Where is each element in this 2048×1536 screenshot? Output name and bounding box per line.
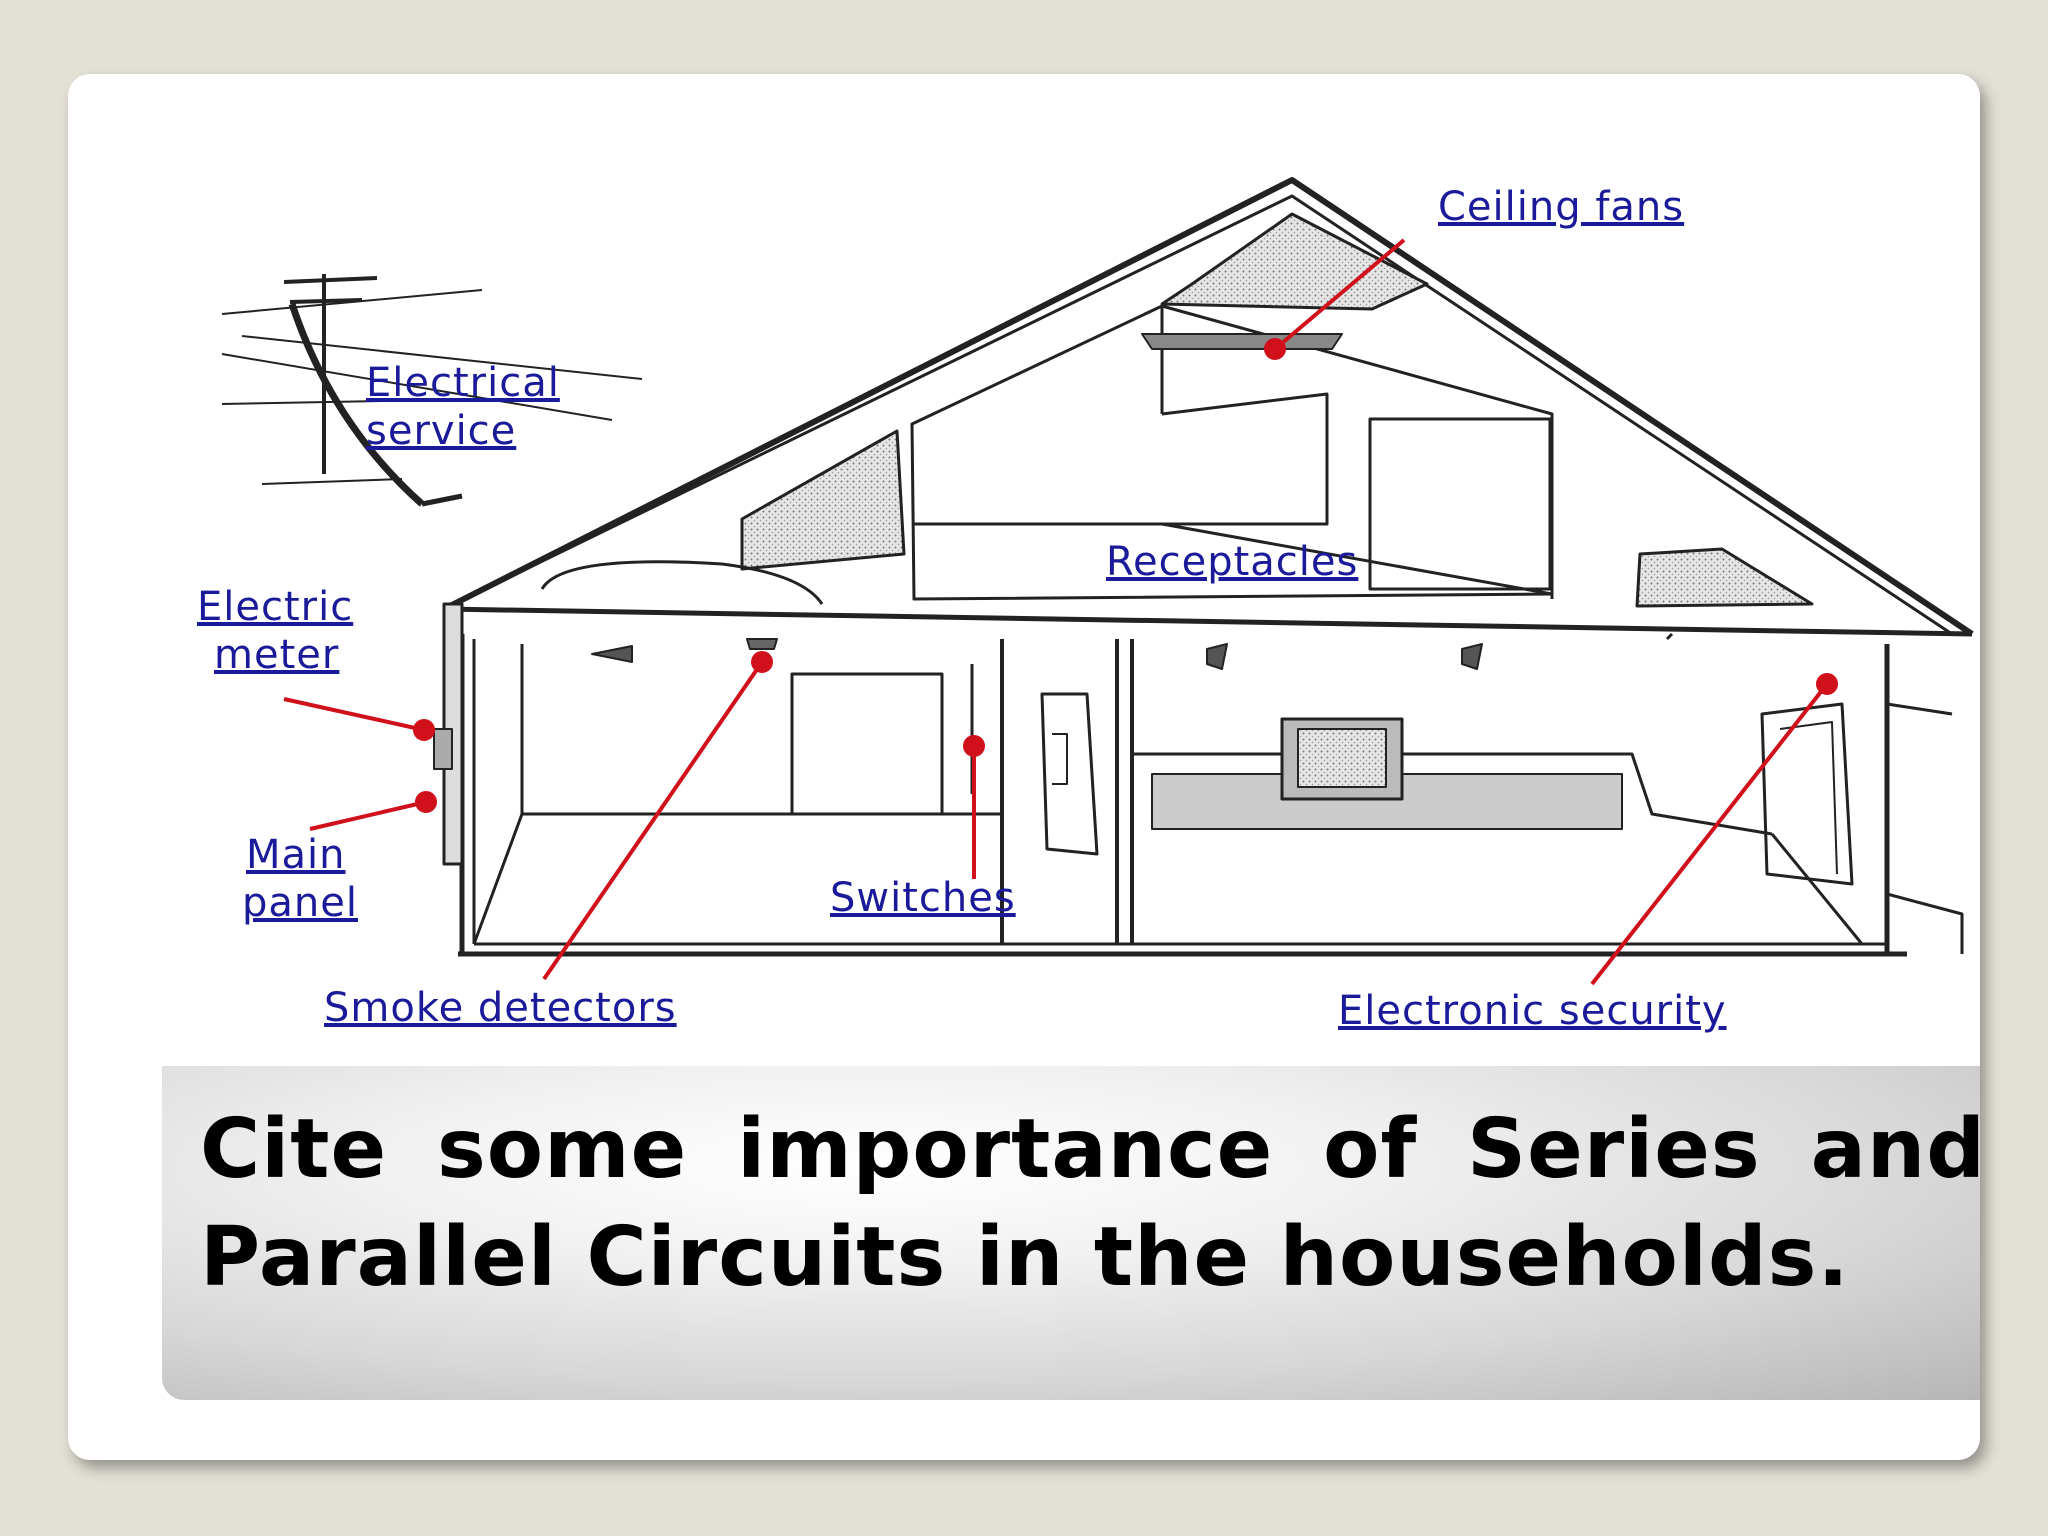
roof xyxy=(442,177,1974,637)
label-receptacles: Receptacles xyxy=(1106,539,1358,585)
label-electronic-security: Electronic security xyxy=(1338,988,1727,1034)
caption-band: Cite some importance of Series and Paral… xyxy=(162,1066,1980,1400)
label-electric-meter-line2: meter xyxy=(214,632,339,678)
utility-pole xyxy=(221,274,643,507)
pointer-electric-meter xyxy=(283,697,425,732)
pointer-lines xyxy=(283,238,1838,986)
label-main-panel-line2: panel xyxy=(242,880,358,926)
slide: Ceiling fans Electrical service Receptac… xyxy=(68,74,1980,1460)
pointer-main-panel xyxy=(309,800,427,831)
label-ceiling-fans: Ceiling fans xyxy=(1438,184,1684,230)
label-switches: Switches xyxy=(830,875,1016,921)
pointer-ceiling-fans xyxy=(1273,238,1406,351)
label-electric-meter-line1: Electric xyxy=(197,584,353,630)
house-wiring-diagram: Ceiling fans Electrical service Receptac… xyxy=(162,174,1980,1074)
pointer-smoke-detectors xyxy=(542,660,764,981)
house-illustration xyxy=(221,177,1974,957)
label-electrical-service-line1: Electrical xyxy=(366,360,560,406)
label-smoke-detectors: Smoke detectors xyxy=(324,985,677,1031)
slide-caption: Cite some importance of Series and Paral… xyxy=(200,1102,1980,1305)
pointer-electronic-security xyxy=(1590,682,1829,986)
label-main-panel-line1: Main xyxy=(246,832,346,878)
diagram-labels: Ceiling fans Electrical service Receptac… xyxy=(197,184,1727,1034)
label-electrical-service-line2: service xyxy=(366,408,516,454)
